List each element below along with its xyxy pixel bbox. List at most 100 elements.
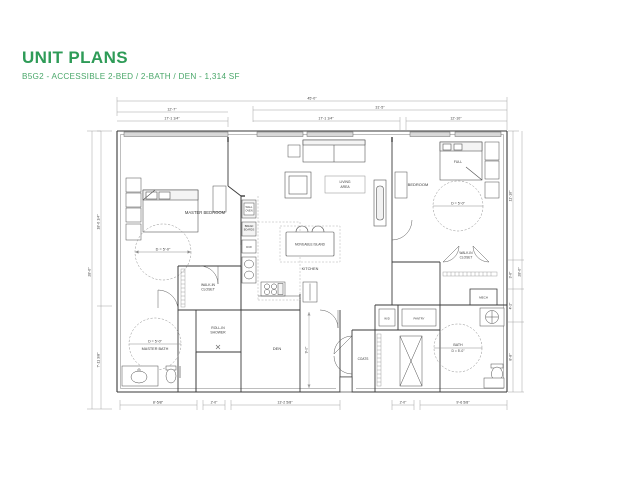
fixture-wall-oven: [241, 199, 257, 219]
dim-bottom-gap1: 2'-0": [211, 401, 219, 405]
dim-overall-width: 45'-0": [307, 97, 317, 101]
dim-right-bedroom: 11'-10": [509, 190, 513, 202]
dim-bottom-right: 9'-6 5/8": [456, 401, 470, 405]
fixture-label-dishwasher: D/W: [246, 245, 252, 249]
fixture-bath-toilet: [490, 363, 504, 382]
door-swing-den: [319, 309, 339, 329]
room-label-walk-in-closet-bedroom-2: CLOSET: [460, 256, 473, 260]
fixture-label-full-bed: FULL: [454, 160, 462, 164]
page-subtitle: B5G2 - ACCESSIBLE 2-BED / 2-BATH / DEN -…: [22, 72, 240, 81]
door-swing-master-bath: [157, 289, 179, 311]
room-bath: [439, 304, 507, 392]
top-dimension-lines: [116, 97, 508, 130]
dim-right-closet: 3'-6": [509, 271, 513, 279]
room-master-bath: [177, 309, 241, 392]
wall-ticks: [227, 137, 393, 197]
turn-bath-label: D = 5'-0": [451, 349, 465, 353]
dim-left-upper: 18'-0 1/4": [97, 214, 101, 230]
dim-left-lower: 7'-11 3/8": [97, 352, 101, 368]
fixture-pantry: [401, 308, 437, 327]
fixture-moveable-island: [285, 225, 335, 257]
fixture-bread-boards: [241, 221, 257, 237]
room-label-walk-in-closet-bedroom: WALK-IN: [459, 251, 473, 255]
window-band-top: [123, 131, 502, 137]
fixture-label-wall-oven-2: OVEN: [245, 209, 252, 213]
furniture-armchair: [284, 171, 312, 199]
room-laundry-zone: [374, 304, 440, 392]
door-swing-coats: [333, 335, 353, 375]
room-label-bath: BATH: [453, 343, 463, 347]
room-label-coats: COATS: [358, 357, 369, 361]
fixture-label-moveable-island: MOVEABLE ISLAND: [295, 243, 326, 247]
living-area-label-box: [324, 175, 366, 194]
fixture-bath-sink: [479, 307, 505, 327]
room-label-walk-in-closet-master-2: CLOSET: [201, 288, 215, 292]
room-coats: [351, 329, 382, 387]
right-dimension-lines: [508, 130, 524, 393]
room-label-master-bath: MASTER BATH: [142, 347, 169, 351]
turn-master-bath-label: D = 5'-0": [148, 340, 163, 344]
page-title: UNIT PLANS: [22, 48, 128, 67]
dim-left-overall: 28'-0": [88, 267, 92, 277]
fixture-label-bread-boards: BREAD: [245, 225, 254, 228]
bottom-dimension-lines: [119, 400, 508, 410]
dim-right-mech: 4'-2": [509, 302, 513, 310]
room-walk-in-closet-bedroom: [442, 271, 498, 277]
den-height-dimension: [307, 312, 311, 388]
fixture-kitchen-sink: [241, 256, 257, 284]
dim-right-span: 31'-5": [375, 106, 385, 110]
door-swing-master-closet: [199, 265, 219, 285]
room-roll-in-shower: [195, 309, 242, 393]
dim-master-width: 12'-7": [167, 108, 177, 112]
room-label-roll-in-shower: ROLL-IN: [211, 326, 225, 330]
room-bedroom: [391, 137, 441, 305]
title-block: UNIT PLANS B5G2 - ACCESSIBLE 2-BED / 2-B…: [22, 48, 240, 81]
fixture-label-bread-boards-2: BOARDS: [244, 229, 255, 232]
door-swing-bedroom-entry: [391, 219, 413, 241]
furniture-bedroom-dresser: [394, 171, 408, 199]
island-clearance: [279, 225, 341, 263]
turn-master-bedroom-label: D = 5'-0": [156, 248, 171, 252]
room-label-roll-in-shower-2: SHOWER: [210, 331, 226, 335]
room-label-kitchen: KITCHEN: [302, 267, 319, 271]
furniture-bedroom-nightstands: [484, 141, 500, 199]
dim-right-overall: 28'-0": [518, 267, 522, 277]
fixture-master-vanity: [121, 365, 159, 387]
furniture-media-console: [373, 179, 387, 227]
furniture-side-table: [287, 144, 301, 158]
left-dimension-lines: [87, 130, 112, 410]
dim-master-inner: 17'-1 1/4": [164, 117, 180, 121]
fixture-dishwasher: [241, 239, 257, 254]
room-label-walk-in-closet-master: WALK-IN: [201, 283, 216, 287]
furniture-master-bed: [142, 189, 199, 233]
fixture-washer-dryer: [378, 308, 396, 327]
dim-bedroom-width: 12'-10": [450, 117, 462, 121]
room-label-living-area: LIVING: [339, 180, 350, 184]
entry-door: [339, 376, 353, 393]
upper-cabinets: [257, 196, 301, 301]
furniture-sofa: [302, 139, 366, 163]
fixture-refrigerator: [302, 281, 318, 303]
dim-bottom-bath: 8'-5/8": [153, 401, 164, 405]
fixture-cooktop: [260, 281, 286, 297]
fixture-label-wall-oven: WALL: [246, 205, 254, 209]
dim-bottom-den: 13'-2 5/8": [277, 401, 293, 405]
fixture-bath-tub: [483, 377, 505, 389]
room-label-den: DEN: [273, 346, 282, 351]
furniture-full-bed: [439, 141, 483, 181]
dim-den-height: 9'-0": [305, 346, 309, 354]
fixture-label-mech: MECH: [479, 296, 488, 300]
fixture-label-washer-dryer: W/D: [384, 317, 389, 321]
room-label-master-bedroom: MASTER BEDROOM: [185, 210, 226, 215]
dim-bottom-gap2: 2'-0": [400, 401, 408, 405]
fixture-linen-closet: [399, 335, 423, 387]
fixture-label-pantry: PANTRY: [413, 317, 424, 321]
turn-bedroom-label: D = 5'-0": [451, 202, 466, 206]
fixture-master-toilet: [165, 365, 177, 384]
room-label-bedroom: BEDROOM: [408, 182, 429, 187]
door-swing-bedroom-closet: [442, 245, 490, 263]
dim-living-width: 17'-1 1/4": [318, 117, 334, 121]
shower-drain: [215, 344, 221, 350]
